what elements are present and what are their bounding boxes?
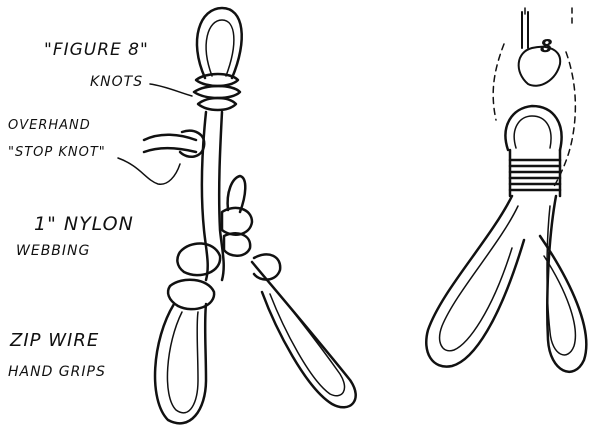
right-hand-loop	[252, 262, 356, 407]
dashed-sheath-left	[493, 44, 504, 120]
leader-overhand	[118, 158, 180, 184]
left-webbing-grip-drawing	[144, 8, 356, 423]
figure-8-label-line1: "FIGURE 8"	[44, 40, 149, 60]
rope-top-loop	[505, 106, 561, 150]
figure-8-knot	[194, 74, 240, 110]
middle-knot	[222, 208, 252, 235]
ring-label: 8	[540, 36, 554, 57]
top-loop	[197, 8, 242, 78]
overhand-stop-knot	[144, 131, 204, 157]
leader-figure8	[150, 84, 192, 96]
overhand-label-line1: OVERHAND	[8, 118, 91, 133]
right-rope-grip-drawing	[426, 8, 586, 372]
left-knot-cluster	[177, 243, 220, 275]
whipping-binding	[510, 160, 560, 190]
zip-wire-label-line2: HAND GRIPS	[8, 364, 106, 380]
nylon-label-line1: 1" NYLON	[34, 213, 134, 235]
overhand-label-line2: "STOP KNOT"	[8, 145, 106, 160]
zip-wire-label-line1: ZIP WIRE	[10, 330, 99, 351]
figure-8-label-line2: KNOTS	[90, 74, 143, 90]
right-stub	[228, 176, 246, 212]
nylon-label-line2: WEBBING	[16, 243, 90, 259]
top-loop-inner	[206, 20, 234, 76]
